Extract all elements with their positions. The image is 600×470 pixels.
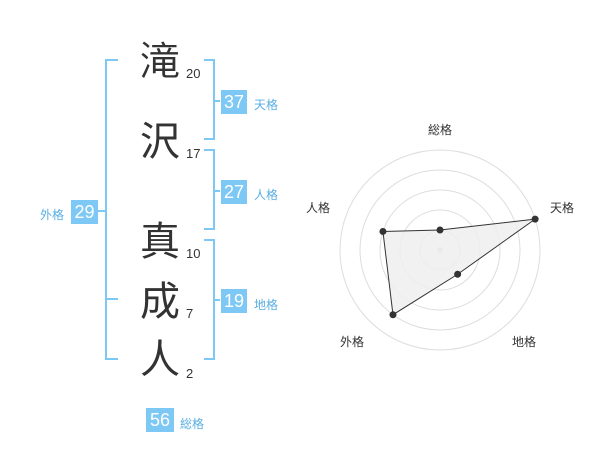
radar-point-1 <box>436 226 444 234</box>
radar-point-4 <box>389 311 397 319</box>
gaikaku-label: 外格 <box>40 208 65 222</box>
radar-ring-5 <box>339 149 541 351</box>
jinkaku-value: 27 <box>221 180 247 204</box>
tenkaku-value: 37 <box>221 90 247 114</box>
radar-ring-3 <box>379 189 501 311</box>
stroke-count-5: 2 <box>186 366 194 381</box>
tenkaku-label: 天格 <box>254 98 279 112</box>
soukaku-value: 56 <box>146 408 174 432</box>
radar-polygon <box>382 218 536 316</box>
radar-point-5 <box>379 227 387 235</box>
name-char-3: 真 <box>140 219 180 265</box>
radar-point-3 <box>454 270 462 278</box>
chikaku-value: 19 <box>221 289 247 313</box>
name-char-5: 人 <box>140 337 180 383</box>
radar-label-gaikaku: 外格 <box>340 334 364 349</box>
stroke-count-1: 20 <box>186 66 201 81</box>
radar-label-tenkaku: 天格 <box>550 200 574 215</box>
name-char-1: 滝 <box>140 39 180 85</box>
radar-ring-4 <box>359 169 521 331</box>
name-char-4: 成 <box>140 279 180 325</box>
gaikaku-value: 29 <box>71 200 98 224</box>
radar-point-2 <box>531 215 539 223</box>
radar-label-soukaku: 総格 <box>428 122 452 137</box>
jinkaku-label: 人格 <box>254 188 279 202</box>
stroke-count-3: 10 <box>186 246 201 261</box>
chikaku-label: 地格 <box>254 298 279 312</box>
soukaku-label: 総格 <box>180 417 205 431</box>
name-char-2: 沢 <box>140 119 180 165</box>
radar-label-jinkaku: 人格 <box>306 200 330 215</box>
radar-label-chikaku: 地格 <box>512 334 536 349</box>
stroke-count-4: 7 <box>186 306 194 321</box>
stroke-count-2: 17 <box>186 146 201 161</box>
